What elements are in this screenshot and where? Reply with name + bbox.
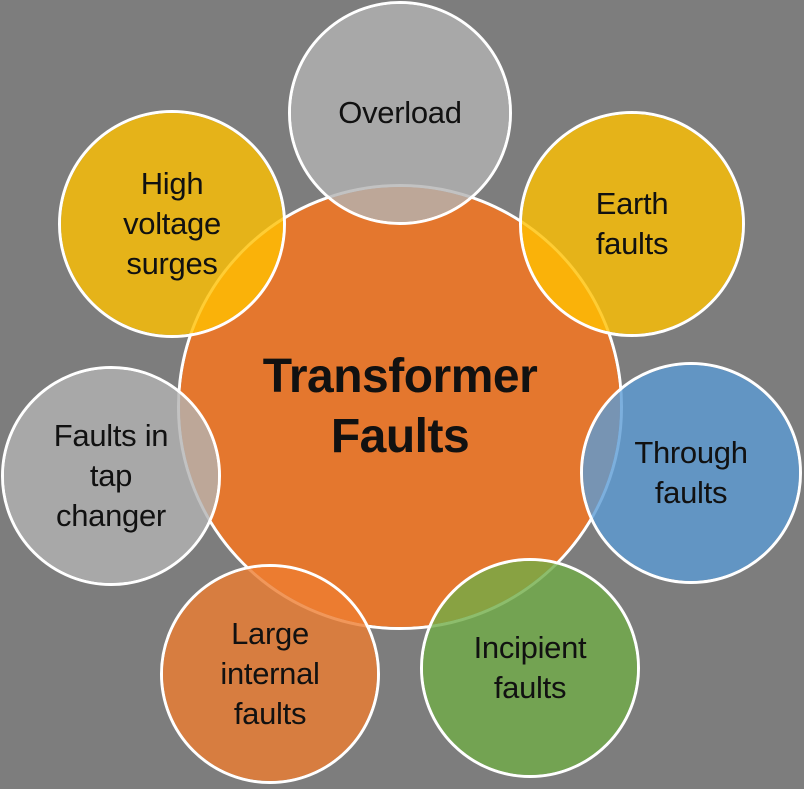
satellite-circle-earth-faults [519, 111, 745, 337]
satellite-circle-faults-in-tap-changer [1, 366, 221, 586]
satellite-fill-through-faults [583, 365, 799, 581]
satellite-fill-faults-in-tap-changer [4, 369, 218, 583]
satellite-fill-overload [291, 4, 509, 222]
satellite-fill-high-voltage-surges [61, 113, 283, 335]
satellite-fill-earth-faults [522, 114, 742, 334]
satellite-fill-large-internal-faults [163, 567, 377, 781]
satellite-fill-incipient-faults [423, 561, 637, 775]
satellite-circle-through-faults [580, 362, 802, 584]
satellite-circle-incipient-faults [420, 558, 640, 778]
satellite-circle-high-voltage-surges [58, 110, 286, 338]
satellite-circle-overload [288, 1, 512, 225]
satellite-circle-large-internal-faults [160, 564, 380, 784]
